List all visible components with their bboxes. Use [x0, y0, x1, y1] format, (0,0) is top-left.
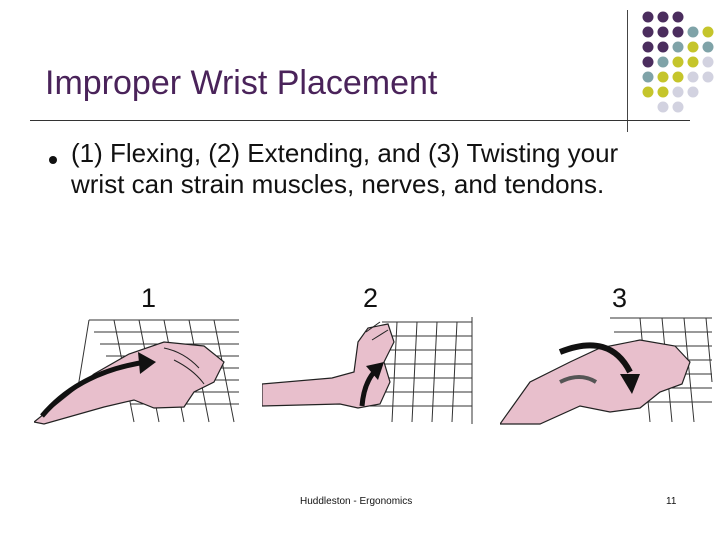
- decor-dot: [702, 41, 714, 53]
- decor-dot: [657, 56, 669, 68]
- decorative-dot-grid: [642, 11, 714, 113]
- decor-dot: [687, 56, 699, 68]
- decor-dot: [687, 71, 699, 83]
- decor-dot: [657, 71, 669, 83]
- figure-3-twisting-illustration: [500, 317, 713, 425]
- title-underline: [30, 120, 690, 121]
- decor-dot: [702, 26, 714, 38]
- bullet-dot: [49, 156, 57, 164]
- decor-dot: [672, 41, 684, 53]
- decor-dot: [657, 26, 669, 38]
- decor-dot: [672, 11, 684, 23]
- slide-title: Improper Wrist Placement: [45, 64, 438, 102]
- decor-dot: [642, 11, 654, 23]
- decor-dot: [657, 86, 669, 98]
- decor-dot: [687, 26, 699, 38]
- decor-dot: [702, 56, 714, 68]
- decor-dot: [657, 101, 669, 113]
- decor-dot: [672, 71, 684, 83]
- figure-number-2: 2: [363, 283, 379, 313]
- figure-number-3: 3: [612, 283, 628, 313]
- decor-dot: [672, 101, 684, 113]
- decor-dot: [687, 86, 699, 98]
- page-number: 11: [666, 496, 677, 507]
- footer-text: Huddleston - Ergonomics: [300, 496, 413, 507]
- decor-dot: [702, 71, 714, 83]
- decor-dot: [657, 11, 669, 23]
- decor-dot: [642, 56, 654, 68]
- figure-2-extending-illustration: [262, 317, 473, 424]
- decor-dot: [642, 41, 654, 53]
- decor-dot: [642, 71, 654, 83]
- figure-1-flexing-illustration: [34, 319, 239, 425]
- decor-dot: [642, 86, 654, 98]
- decor-dot: [672, 26, 684, 38]
- title-vertical-divider: [627, 10, 628, 132]
- decor-dot: [672, 86, 684, 98]
- decor-dot: [672, 56, 684, 68]
- figure-number-1: 1: [141, 283, 157, 313]
- decor-dot: [642, 26, 654, 38]
- decor-dot: [657, 41, 669, 53]
- bullet-text: (1) Flexing, (2) Extending, and (3) Twis…: [71, 138, 619, 199]
- decor-dot: [687, 41, 699, 53]
